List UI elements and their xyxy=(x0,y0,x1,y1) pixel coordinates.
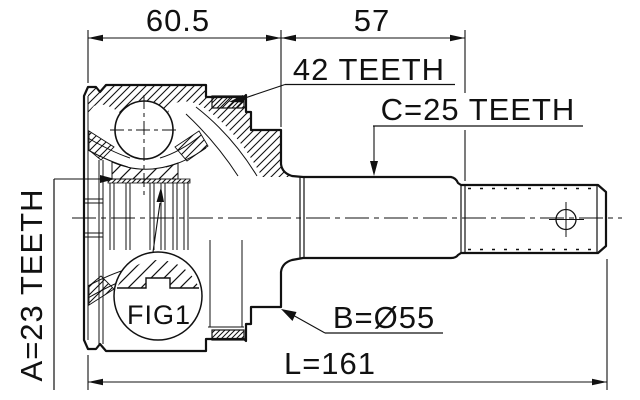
callout-b-diameter: B=Ø55 xyxy=(281,300,443,335)
dim-57: 57 xyxy=(354,3,390,38)
fig1-label: FIG1 xyxy=(127,300,191,330)
inner-race-section xyxy=(111,161,179,180)
dimension-arrows xyxy=(88,34,607,386)
center-drill-mark xyxy=(549,202,584,237)
dim-60-5: 60.5 xyxy=(146,3,210,38)
fig1-leader-arrow xyxy=(156,187,164,202)
part-outline xyxy=(82,83,608,353)
bell-housing-interior xyxy=(84,96,258,344)
spline-end-edge-lines xyxy=(460,185,598,253)
label-b-diameter: B=Ø55 xyxy=(333,300,435,335)
boot-groove-lines xyxy=(299,177,305,258)
dim-length: L=161 xyxy=(284,346,376,381)
shaft-details xyxy=(299,177,598,258)
label-42-teeth: 42 TEETH xyxy=(293,52,445,87)
callouts: 42 TEETH C=25 TEETH A=23 TEETH B=Ø55 xyxy=(14,52,583,390)
dimensions: 60.5 57 L=161 xyxy=(87,3,608,390)
fig1-tooth-profile xyxy=(117,277,199,289)
top-wall-section xyxy=(88,85,303,177)
ball-bearing xyxy=(110,95,178,196)
callout-a-23-teeth: A=23 TEETH xyxy=(14,175,115,390)
cage-wedge-right-top xyxy=(174,130,209,162)
spline-face-band xyxy=(107,178,191,184)
fig1-hatch xyxy=(117,259,199,288)
fig1-detail: FIG1 xyxy=(113,187,203,341)
bell-housing-hatching xyxy=(88,85,303,341)
label-c-25-teeth: C=25 TEETH xyxy=(381,92,576,127)
label-a-23-teeth: A=23 TEETH xyxy=(14,189,49,382)
callout-42-teeth: 42 TEETH xyxy=(229,52,455,103)
callout-c-25-teeth: C=25 TEETH xyxy=(370,92,583,176)
